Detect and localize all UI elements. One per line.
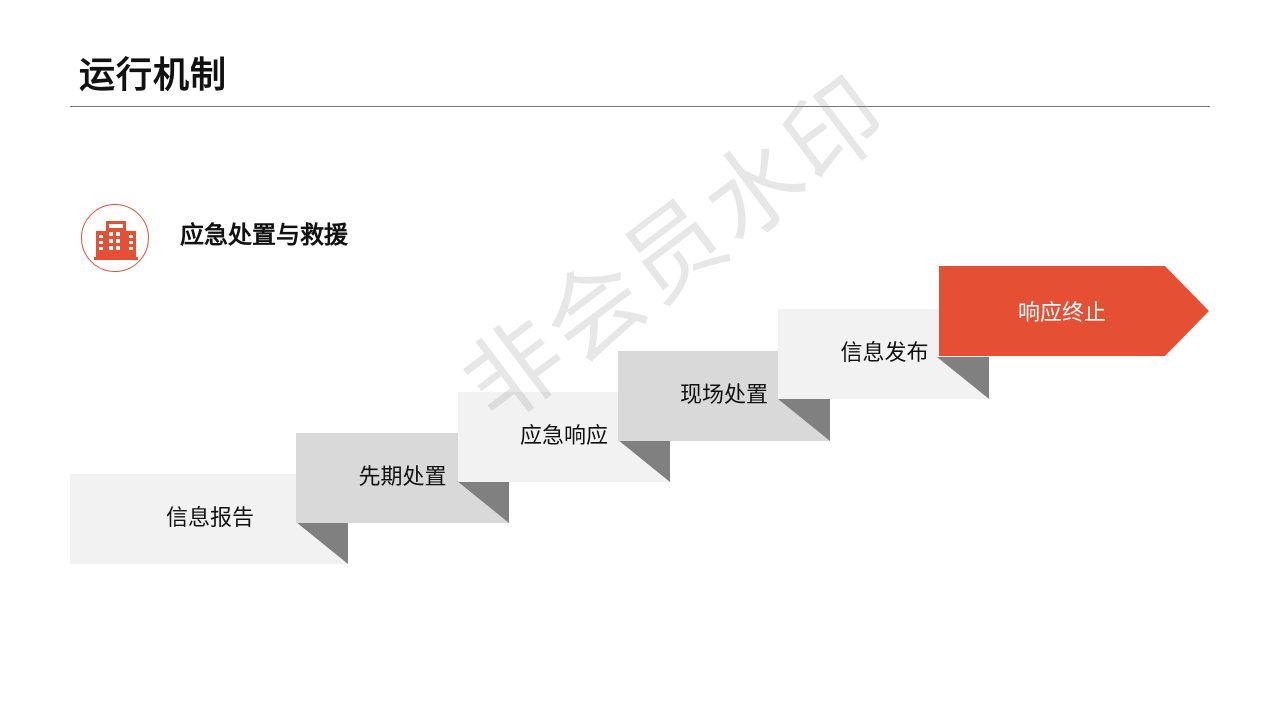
title-divider	[70, 106, 1210, 107]
step-label: 先期处置	[358, 465, 447, 490]
step-label: 信息发布	[840, 341, 929, 366]
step-fold	[296, 522, 348, 564]
step-response-termination: 响应终止	[939, 266, 1209, 356]
step-initial-response: 先期处置	[296, 433, 509, 523]
arrow-shape	[939, 266, 1209, 356]
step-label: 响应终止	[1017, 301, 1106, 326]
step-label: 信息报告	[165, 506, 254, 531]
office-building-icon	[81, 204, 149, 272]
step-fold	[937, 357, 989, 399]
step-label: 现场处置	[679, 383, 768, 408]
section-heading: 应急处置与救援	[180, 221, 348, 249]
step-fold	[778, 399, 830, 441]
step-fold	[618, 440, 670, 482]
step-label: 应急响应	[519, 424, 608, 449]
step-fold	[457, 481, 509, 523]
page-title: 运行机制	[79, 55, 228, 96]
